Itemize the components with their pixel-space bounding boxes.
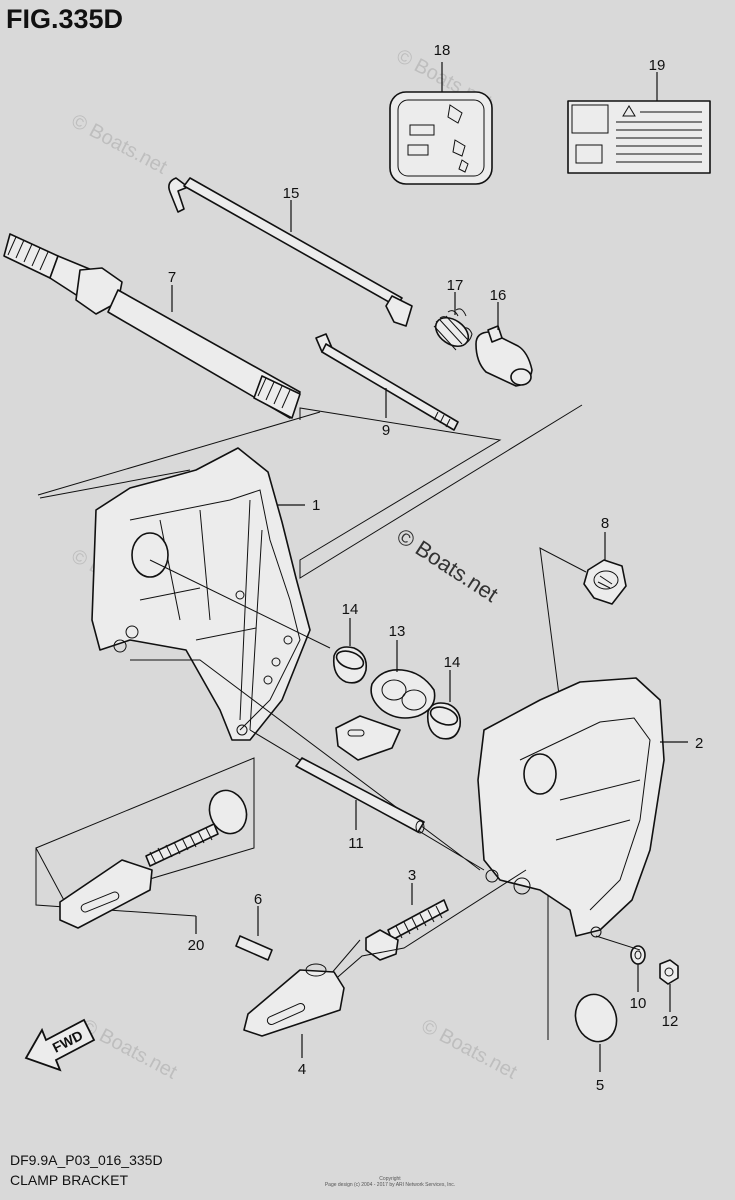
callout-14-right: 14 — [444, 654, 461, 671]
part-6-pin[interactable] — [235, 935, 273, 961]
callout-1: 1 — [312, 497, 320, 514]
figure-name: CLAMP BRACKET — [10, 1172, 128, 1188]
callout-5: 5 — [596, 1077, 604, 1094]
fwd-arrow-icon: FWD — [24, 1018, 96, 1072]
watermark-faint: © Boats.net — [78, 1015, 181, 1084]
part-14-bushing-right[interactable] — [426, 702, 462, 740]
callout-8: 8 — [601, 515, 609, 532]
part-9-bolt[interactable] — [315, 333, 459, 431]
part-3-clamp-screw[interactable] — [365, 899, 449, 961]
callout-3: 3 — [408, 867, 416, 884]
part-18-decal[interactable] — [389, 91, 493, 185]
part-8-nut[interactable] — [583, 559, 627, 605]
watermark-main: © Boats.net — [392, 523, 502, 607]
callout-16: 16 — [490, 287, 507, 304]
callout-14-left: 14 — [342, 601, 359, 618]
callout-12: 12 — [662, 1013, 679, 1030]
part-4-clamp-handle[interactable] — [243, 963, 345, 1037]
part-2-clamp-bracket-right[interactable] — [477, 677, 665, 938]
part-13-thrust-plate[interactable] — [335, 668, 436, 761]
callout-18: 18 — [434, 42, 451, 59]
callout-6: 6 — [254, 891, 262, 908]
callout-2: 2 — [695, 735, 703, 752]
watermark-faint: © Boats.net — [68, 110, 171, 179]
part-10-washer[interactable] — [630, 945, 646, 965]
figure-title: FIG.335D — [6, 4, 124, 34]
assembly-line — [37, 411, 321, 496]
assembly-line — [39, 469, 191, 499]
part-11-shaft[interactable] — [295, 757, 425, 834]
part-15-lever-rod[interactable] — [168, 177, 413, 327]
part-7-bracket-bolt[interactable] — [3, 233, 301, 419]
copyright-line1: Copyright — [379, 1176, 401, 1182]
callout-19: 19 — [649, 57, 666, 74]
assembly-line — [595, 935, 641, 951]
assembly-line — [299, 404, 583, 579]
callout-20: 20 — [188, 937, 205, 954]
assembly-line — [149, 559, 331, 649]
part-1-clamp-bracket-left[interactable] — [91, 447, 311, 741]
callout-9: 9 — [382, 422, 390, 439]
part-20-clamp-screw-assy[interactable] — [35, 757, 255, 929]
callout-11: 11 — [348, 835, 364, 852]
callout-15: 15 — [283, 185, 300, 202]
part-17-spring[interactable] — [430, 308, 473, 352]
part-5-cap[interactable] — [569, 989, 623, 1048]
part-14-bushing-left[interactable] — [332, 646, 368, 684]
part-16-stopper[interactable] — [475, 325, 533, 387]
part-19-caution-label[interactable] — [567, 100, 711, 174]
callout-10: 10 — [630, 995, 647, 1012]
callout-4: 4 — [298, 1061, 306, 1078]
part-12-nut[interactable] — [659, 959, 679, 985]
copyright-line2: Page design (c) 2004 - 2017 by ARI Netwo… — [324, 1182, 456, 1188]
callout-17: 17 — [447, 277, 464, 294]
callout-7: 7 — [168, 269, 176, 286]
callout-13: 13 — [389, 623, 406, 640]
watermark-faint: © Boats.net — [418, 1015, 521, 1084]
figure-code: DF9.9A_P03_016_335D — [10, 1152, 163, 1168]
